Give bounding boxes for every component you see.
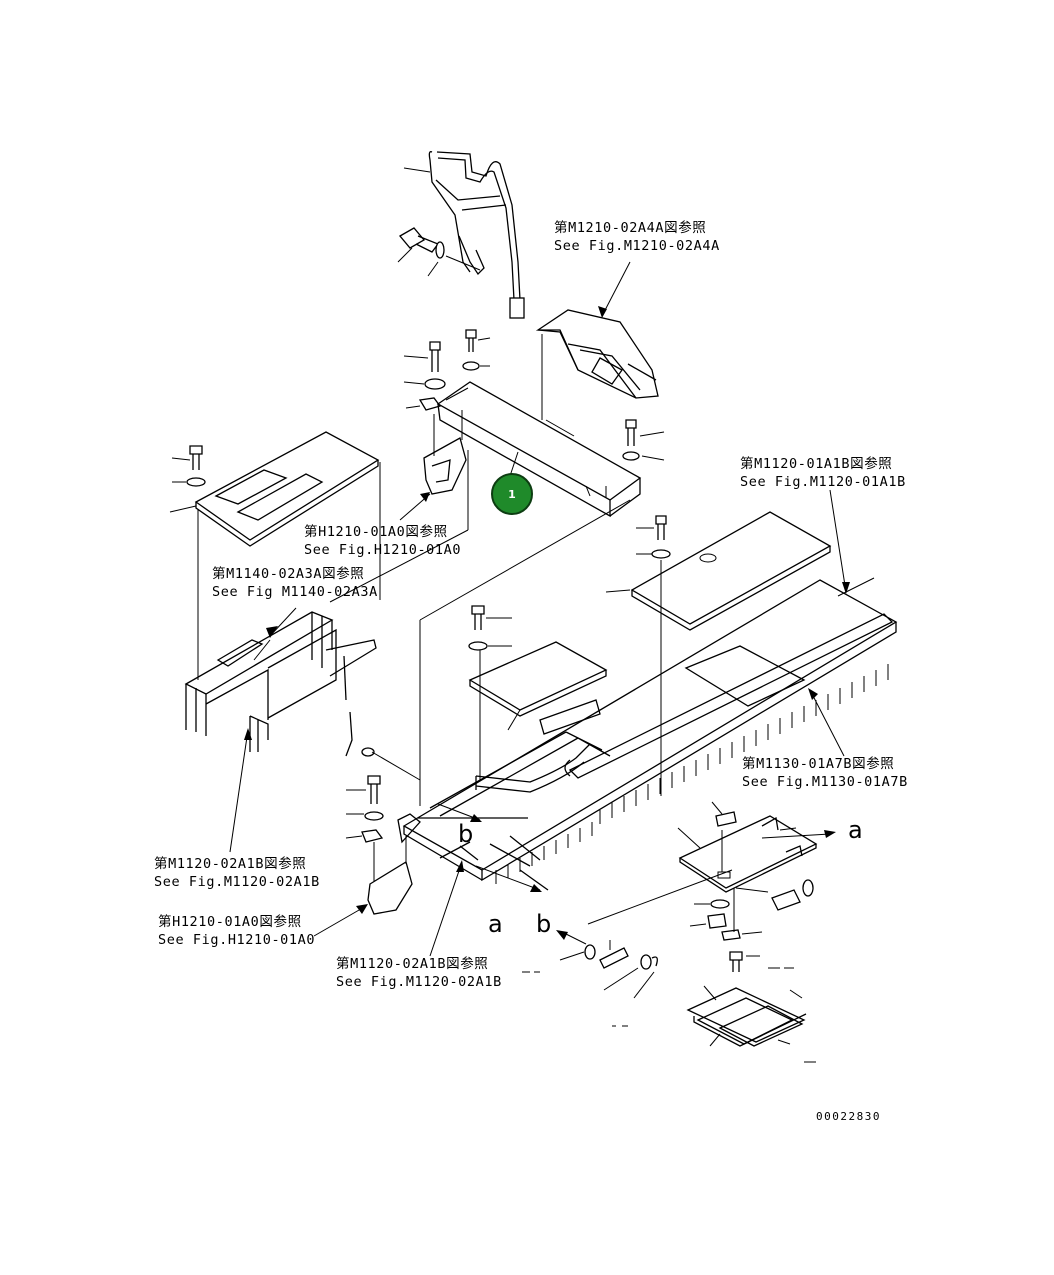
- center-cover-plate: [436, 381, 642, 518]
- ref-jp: 第M1210-02A4A図参照: [554, 219, 706, 236]
- ref-jp: 第M1120-01A1B図参照: [740, 455, 892, 472]
- ref-m1120-02a1b-left[interactable]: 第M1120-02A1B図参照 See Fig.M1120-02A1B: [154, 855, 320, 890]
- detail-hardware: [689, 879, 814, 972]
- seat-frame-box: [535, 309, 659, 420]
- ref-h1210-01a0-bottom[interactable]: 第H1210-01A0図参照 See Fig.H1210-01A0: [158, 913, 315, 948]
- ref-en: See Fig.M1120-01A1B: [740, 474, 906, 490]
- section-marker-a-right: a: [848, 816, 863, 844]
- section-marker-b-middle: b: [458, 820, 473, 848]
- callout-number: 1: [508, 488, 516, 501]
- arrow-b-middle: [437, 803, 542, 892]
- ref-jp: 第M1130-01A7B図参照: [742, 755, 894, 772]
- ref-en: See Fig.H1210-01A0: [304, 542, 461, 558]
- ref-jp: 第M1120-02A1B図参照: [336, 955, 488, 972]
- drawing-number: 00022830: [816, 1110, 881, 1123]
- ref-m1210-02a4a[interactable]: 第M1210-02A4A図参照 See Fig.M1210-02A4A: [554, 219, 720, 254]
- ref-m1120-02a1b-bottom[interactable]: 第M1120-02A1B図参照 See Fig.M1120-02A1B: [336, 955, 502, 990]
- ref-leaders: [229, 489, 850, 957]
- left-frame: [184, 450, 469, 752]
- detail-plate: [677, 801, 836, 893]
- shim-stack: [522, 971, 816, 1063]
- ref-en: See Fig.M1130-01A7B: [742, 774, 908, 790]
- ref-m1120-01a1b[interactable]: 第M1120-01A1B図参照 See Fig.M1120-01A1B: [740, 455, 906, 490]
- ref-en: See Fig M1140-02A3A: [212, 584, 378, 600]
- ref-h1210-01a0-top[interactable]: 第H1210-01A0図参照 See Fig.H1210-01A0: [304, 523, 461, 558]
- ref-m1140-02a3a[interactable]: 第M1140-02A3A図参照 See Fig M1140-02A3A: [212, 565, 378, 600]
- ref-jp: 第M1140-02A3A図参照: [212, 565, 364, 582]
- ref-en: See Fig.M1120-02A1B: [154, 874, 320, 890]
- ref-jp: 第H1210-01A0図参照: [304, 523, 448, 540]
- ref-jp: 第H1210-01A0図参照: [158, 913, 302, 930]
- ref-en: See Fig.H1210-01A0: [158, 932, 315, 948]
- step-bracket-top: [399, 397, 467, 521]
- section-marker-a-bottom: a: [488, 910, 503, 938]
- handrail-bolt: [397, 227, 481, 277]
- callout-item-1[interactable]: 1: [491, 451, 533, 515]
- ref-en: See Fig.M1210-02A4A: [554, 238, 720, 254]
- callout-circle: [491, 473, 533, 515]
- ref-jp: 第M1120-02A1B図参照: [154, 855, 306, 872]
- ref-en: See Fig.M1120-02A1B: [336, 974, 502, 990]
- center-mid-plate: [468, 605, 608, 731]
- ref-m1130-01a7b[interactable]: 第M1130-01A7B図参照 See Fig.M1130-01A7B: [742, 755, 908, 790]
- step-bracket-bottom: [313, 711, 421, 937]
- plate-bolts: [403, 329, 665, 461]
- main-frame: [397, 499, 898, 891]
- ref-arrow-m1210: [598, 261, 631, 318]
- pin-and-washer: [556, 869, 733, 999]
- right-top-plate: [605, 511, 832, 796]
- left-top-cover: [169, 431, 381, 680]
- handrail: [403, 151, 525, 319]
- section-marker-b-bottom: b: [536, 910, 551, 938]
